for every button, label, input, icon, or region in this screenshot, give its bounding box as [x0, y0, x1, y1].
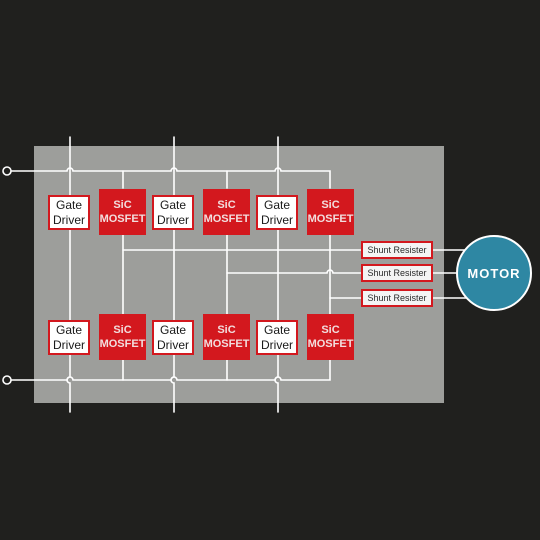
- mosfet-label-line1: SiC: [321, 324, 340, 336]
- mosfet-label-line1: SiC: [217, 199, 236, 211]
- dc-terminal-positive: [2, 166, 12, 176]
- gate-driver-high-2: Gate Driver: [152, 195, 194, 230]
- motor: MOTOR: [456, 235, 532, 311]
- gate-driver-label-line2: Driver: [261, 212, 293, 227]
- motor-label: MOTOR: [467, 265, 521, 281]
- sic-mosfet-high-1: SiC MOSFET: [99, 189, 146, 235]
- mosfet-label-line2: MOSFET: [203, 338, 250, 350]
- dc-bus-bottom: [9, 359, 331, 381]
- gate-driver-label-line2: Driver: [261, 337, 293, 352]
- sic-mosfet-high-2: SiC MOSFET: [203, 189, 250, 235]
- gate-rail-1: [66, 136, 71, 413]
- gate-driver-label-line1: Gate: [263, 322, 290, 337]
- sic-mosfet-low-1: SiC MOSFET: [99, 314, 146, 360]
- gate-driver-label-line1: Gate: [55, 322, 82, 337]
- phase-out-2: [226, 269, 362, 274]
- gate-driver-label-line2: Driver: [53, 212, 85, 227]
- mosfet-label-line2: MOSFET: [203, 213, 250, 225]
- gate-driver-label-line1: Gate: [159, 322, 186, 337]
- shunt-resistor-1: Shunt Resister: [361, 241, 433, 259]
- sic-mosfet-low-3: SiC MOSFET: [307, 314, 354, 360]
- mosfet-label-line2: MOSFET: [99, 338, 146, 350]
- gate-driver-label-line2: Driver: [157, 212, 189, 227]
- dc-bus-top: [9, 167, 331, 189]
- gate-driver-low-3: Gate Driver: [256, 320, 298, 355]
- gate-driver-high-1: Gate Driver: [48, 195, 90, 230]
- gate-driver-high-3: Gate Driver: [256, 195, 298, 230]
- mosfet-label-line1: SiC: [113, 324, 132, 336]
- mosfet-label-line1: SiC: [217, 324, 236, 336]
- gate-rail-2: [170, 136, 175, 413]
- mosfet-label-line2: MOSFET: [307, 338, 354, 350]
- gate-driver-label-line1: Gate: [159, 197, 186, 212]
- sic-mosfet-low-2: SiC MOSFET: [203, 314, 250, 360]
- mosfet-label-line2: MOSFET: [99, 213, 146, 225]
- dc-terminal-negative: [2, 375, 12, 385]
- gate-driver-label-line1: Gate: [263, 197, 290, 212]
- shunt-resistor-2: Shunt Resister: [361, 264, 433, 282]
- sic-mosfet-high-3: SiC MOSFET: [307, 189, 354, 235]
- gate-rail-3: [274, 136, 279, 413]
- mosfet-label-line1: SiC: [113, 199, 132, 211]
- gate-driver-label-line1: Gate: [55, 197, 82, 212]
- mosfet-label-line1: SiC: [321, 199, 340, 211]
- gate-driver-low-1: Gate Driver: [48, 320, 90, 355]
- gate-driver-label-line2: Driver: [157, 337, 189, 352]
- mosfet-label-line2: MOSFET: [307, 213, 354, 225]
- gate-driver-low-2: Gate Driver: [152, 320, 194, 355]
- gate-driver-label-line2: Driver: [53, 337, 85, 352]
- shunt-resistor-3: Shunt Resister: [361, 289, 433, 307]
